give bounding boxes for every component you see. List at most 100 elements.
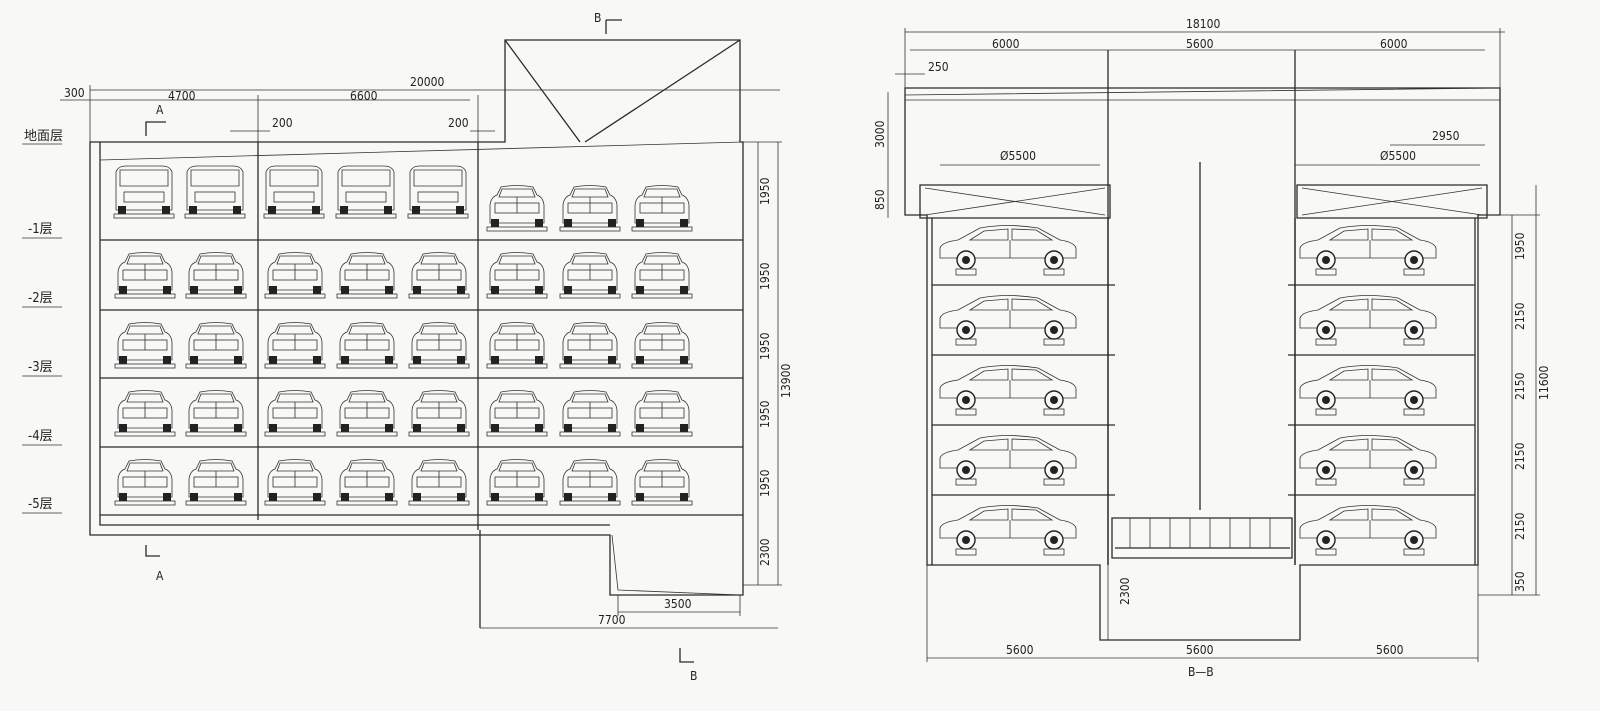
dim-200-b: 200	[448, 116, 469, 130]
dim-350: 350	[1513, 571, 1527, 592]
floor-label-b5: -5层	[28, 497, 53, 512]
dim-level-2: 1950	[758, 262, 772, 290]
car-front-view	[631, 185, 693, 232]
right-section-structure	[904, 50, 1501, 641]
car-front-view	[114, 252, 176, 299]
car-front-view	[336, 322, 398, 369]
section-mark-b-top: B	[594, 11, 601, 25]
dim-r-level-4: 2150	[1513, 442, 1527, 470]
car-side-view	[1299, 434, 1437, 486]
dim-7700: 7700	[598, 613, 626, 627]
floor-label-b3: -3层	[28, 360, 53, 375]
right-cars	[939, 224, 1437, 556]
car-front-view	[114, 390, 176, 437]
van-front-view	[407, 165, 469, 219]
car-side-view	[1299, 224, 1437, 276]
dim-3500: 3500	[664, 597, 692, 611]
car-front-view	[408, 252, 470, 299]
dim-turntable-left: Ø5500	[1000, 149, 1036, 163]
dim-pit-2300: 2300	[758, 538, 772, 566]
car-front-view	[631, 322, 693, 369]
dim-r-level-5: 2150	[1513, 512, 1527, 540]
section-title-b-b: B—B	[1188, 665, 1214, 679]
car-front-view	[486, 252, 548, 299]
car-side-view	[939, 364, 1077, 416]
car-front-view	[559, 252, 621, 299]
car-side-view	[1299, 364, 1437, 416]
car-front-view	[336, 459, 398, 506]
car-front-view	[185, 459, 247, 506]
floor-label-ground: 地面层	[24, 129, 63, 144]
car-front-view	[631, 390, 693, 437]
dim-300: 300	[64, 86, 85, 100]
dim-level-5: 1950	[758, 469, 772, 497]
dim-3000: 3000	[873, 120, 887, 148]
car-front-view	[264, 252, 326, 299]
van-front-view	[184, 165, 246, 219]
car-front-view	[559, 390, 621, 437]
dim-2950: 2950	[1432, 129, 1460, 143]
car-front-view	[408, 459, 470, 506]
floor-labels: 地面层 -1层 -2层 -3层 -4层 -5层	[22, 129, 63, 514]
floor-label-b2: -2层	[28, 291, 53, 306]
car-front-view	[631, 459, 693, 506]
dim-level-1: 1950	[758, 177, 772, 205]
car-side-view	[1299, 504, 1437, 556]
car-front-view	[264, 390, 326, 437]
car-front-view	[408, 322, 470, 369]
dim-4700: 4700	[168, 89, 196, 103]
dim-r-level-1: 1950	[1513, 232, 1527, 260]
car-front-view	[631, 252, 693, 299]
dim-5600-bottom-right: 5600	[1376, 643, 1404, 657]
car-front-view	[559, 459, 621, 506]
car-side-view	[939, 294, 1077, 346]
dim-200-a: 200	[272, 116, 293, 130]
dim-r-level-2: 2150	[1513, 302, 1527, 330]
car-front-view	[559, 322, 621, 369]
floor-label-b1: -1层	[28, 222, 53, 237]
dim-6000-right: 6000	[1380, 37, 1408, 51]
dim-6000-left: 6000	[992, 37, 1020, 51]
dim-20000: 20000	[410, 75, 444, 89]
dim-6600: 6600	[350, 89, 378, 103]
dim-850: 850	[873, 189, 887, 210]
van-front-view	[335, 165, 397, 219]
dim-13900: 13900	[779, 364, 793, 398]
car-side-view	[939, 504, 1077, 556]
dim-250: 250	[928, 60, 949, 74]
car-front-view	[336, 252, 398, 299]
dim-turntable-right: Ø5500	[1380, 149, 1416, 163]
car-front-view	[185, 390, 247, 437]
section-mark-a-bottom: A	[156, 569, 164, 583]
car-side-view	[1299, 294, 1437, 346]
dim-5600-bottom-center: 5600	[1186, 643, 1214, 657]
dim-18100: 18100	[1186, 17, 1220, 31]
section-mark-b-bottom: B	[690, 669, 697, 683]
car-front-view	[264, 459, 326, 506]
car-front-view	[486, 459, 548, 506]
car-front-view	[559, 185, 621, 232]
car-front-view	[408, 390, 470, 437]
floor-label-b4: -4层	[28, 429, 53, 444]
dim-r-level-3: 2150	[1513, 372, 1527, 400]
car-front-view	[185, 322, 247, 369]
car-front-view	[486, 185, 548, 232]
car-front-view	[336, 390, 398, 437]
left-cars	[113, 165, 693, 506]
van-front-view	[263, 165, 325, 219]
dim-11600: 11600	[1537, 366, 1551, 400]
dim-5600-bottom-left: 5600	[1006, 643, 1034, 657]
car-side-view	[939, 224, 1077, 276]
car-side-view	[939, 434, 1077, 486]
dim-5600-top: 5600	[1186, 37, 1214, 51]
car-front-view	[486, 322, 548, 369]
dim-level-3: 1950	[758, 332, 772, 360]
car-front-view	[114, 459, 176, 506]
car-front-view	[264, 322, 326, 369]
van-front-view	[113, 165, 175, 219]
dim-level-4: 1950	[758, 400, 772, 428]
car-front-view	[486, 390, 548, 437]
section-mark-a-top: A	[156, 103, 164, 117]
